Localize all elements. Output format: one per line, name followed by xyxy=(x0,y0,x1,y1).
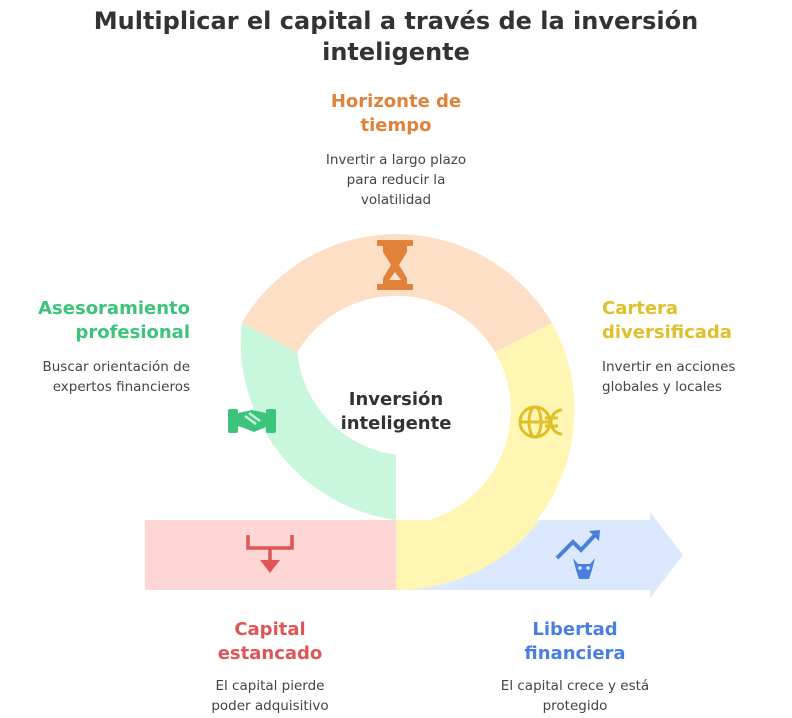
bull-trend-icon xyxy=(555,530,600,579)
handshake-icon xyxy=(228,409,276,433)
segment-title-horizonte: Horizonte de tiempo xyxy=(330,91,462,136)
segment-desc-cartera: Invertir en acciones globales y locales xyxy=(602,359,736,395)
hourglass-icon xyxy=(377,240,413,290)
segment-cartera-overlap xyxy=(396,520,540,591)
outcome-desc-capital: El capital pierde poder adquisitivo xyxy=(211,678,329,714)
segment-asesoramiento-profesional xyxy=(240,322,396,520)
center-label: Inversión inteligente xyxy=(340,389,452,434)
segment-horizonte-tiempo xyxy=(241,234,552,353)
outcome-title-capital: Capital estancado xyxy=(217,619,323,664)
euro-globe-icon xyxy=(518,405,563,439)
outcome-title-libertad: Libertad financiera xyxy=(524,619,626,664)
segment-title-cartera: Cartera diversificada xyxy=(602,298,732,343)
segment-desc-asesoramiento: Buscar orientación de expertos financier… xyxy=(42,359,190,395)
outcome-desc-libertad: El capital crece y está protegido xyxy=(500,678,650,714)
page-title: Multiplicar el capital a través de la in… xyxy=(93,7,699,66)
segment-desc-horizonte: Invertir a largo plazo para reducir la v… xyxy=(325,152,467,208)
segment-title-asesoramiento: Asesoramiento profesional xyxy=(38,298,190,343)
arrow-down-icon xyxy=(246,535,294,573)
